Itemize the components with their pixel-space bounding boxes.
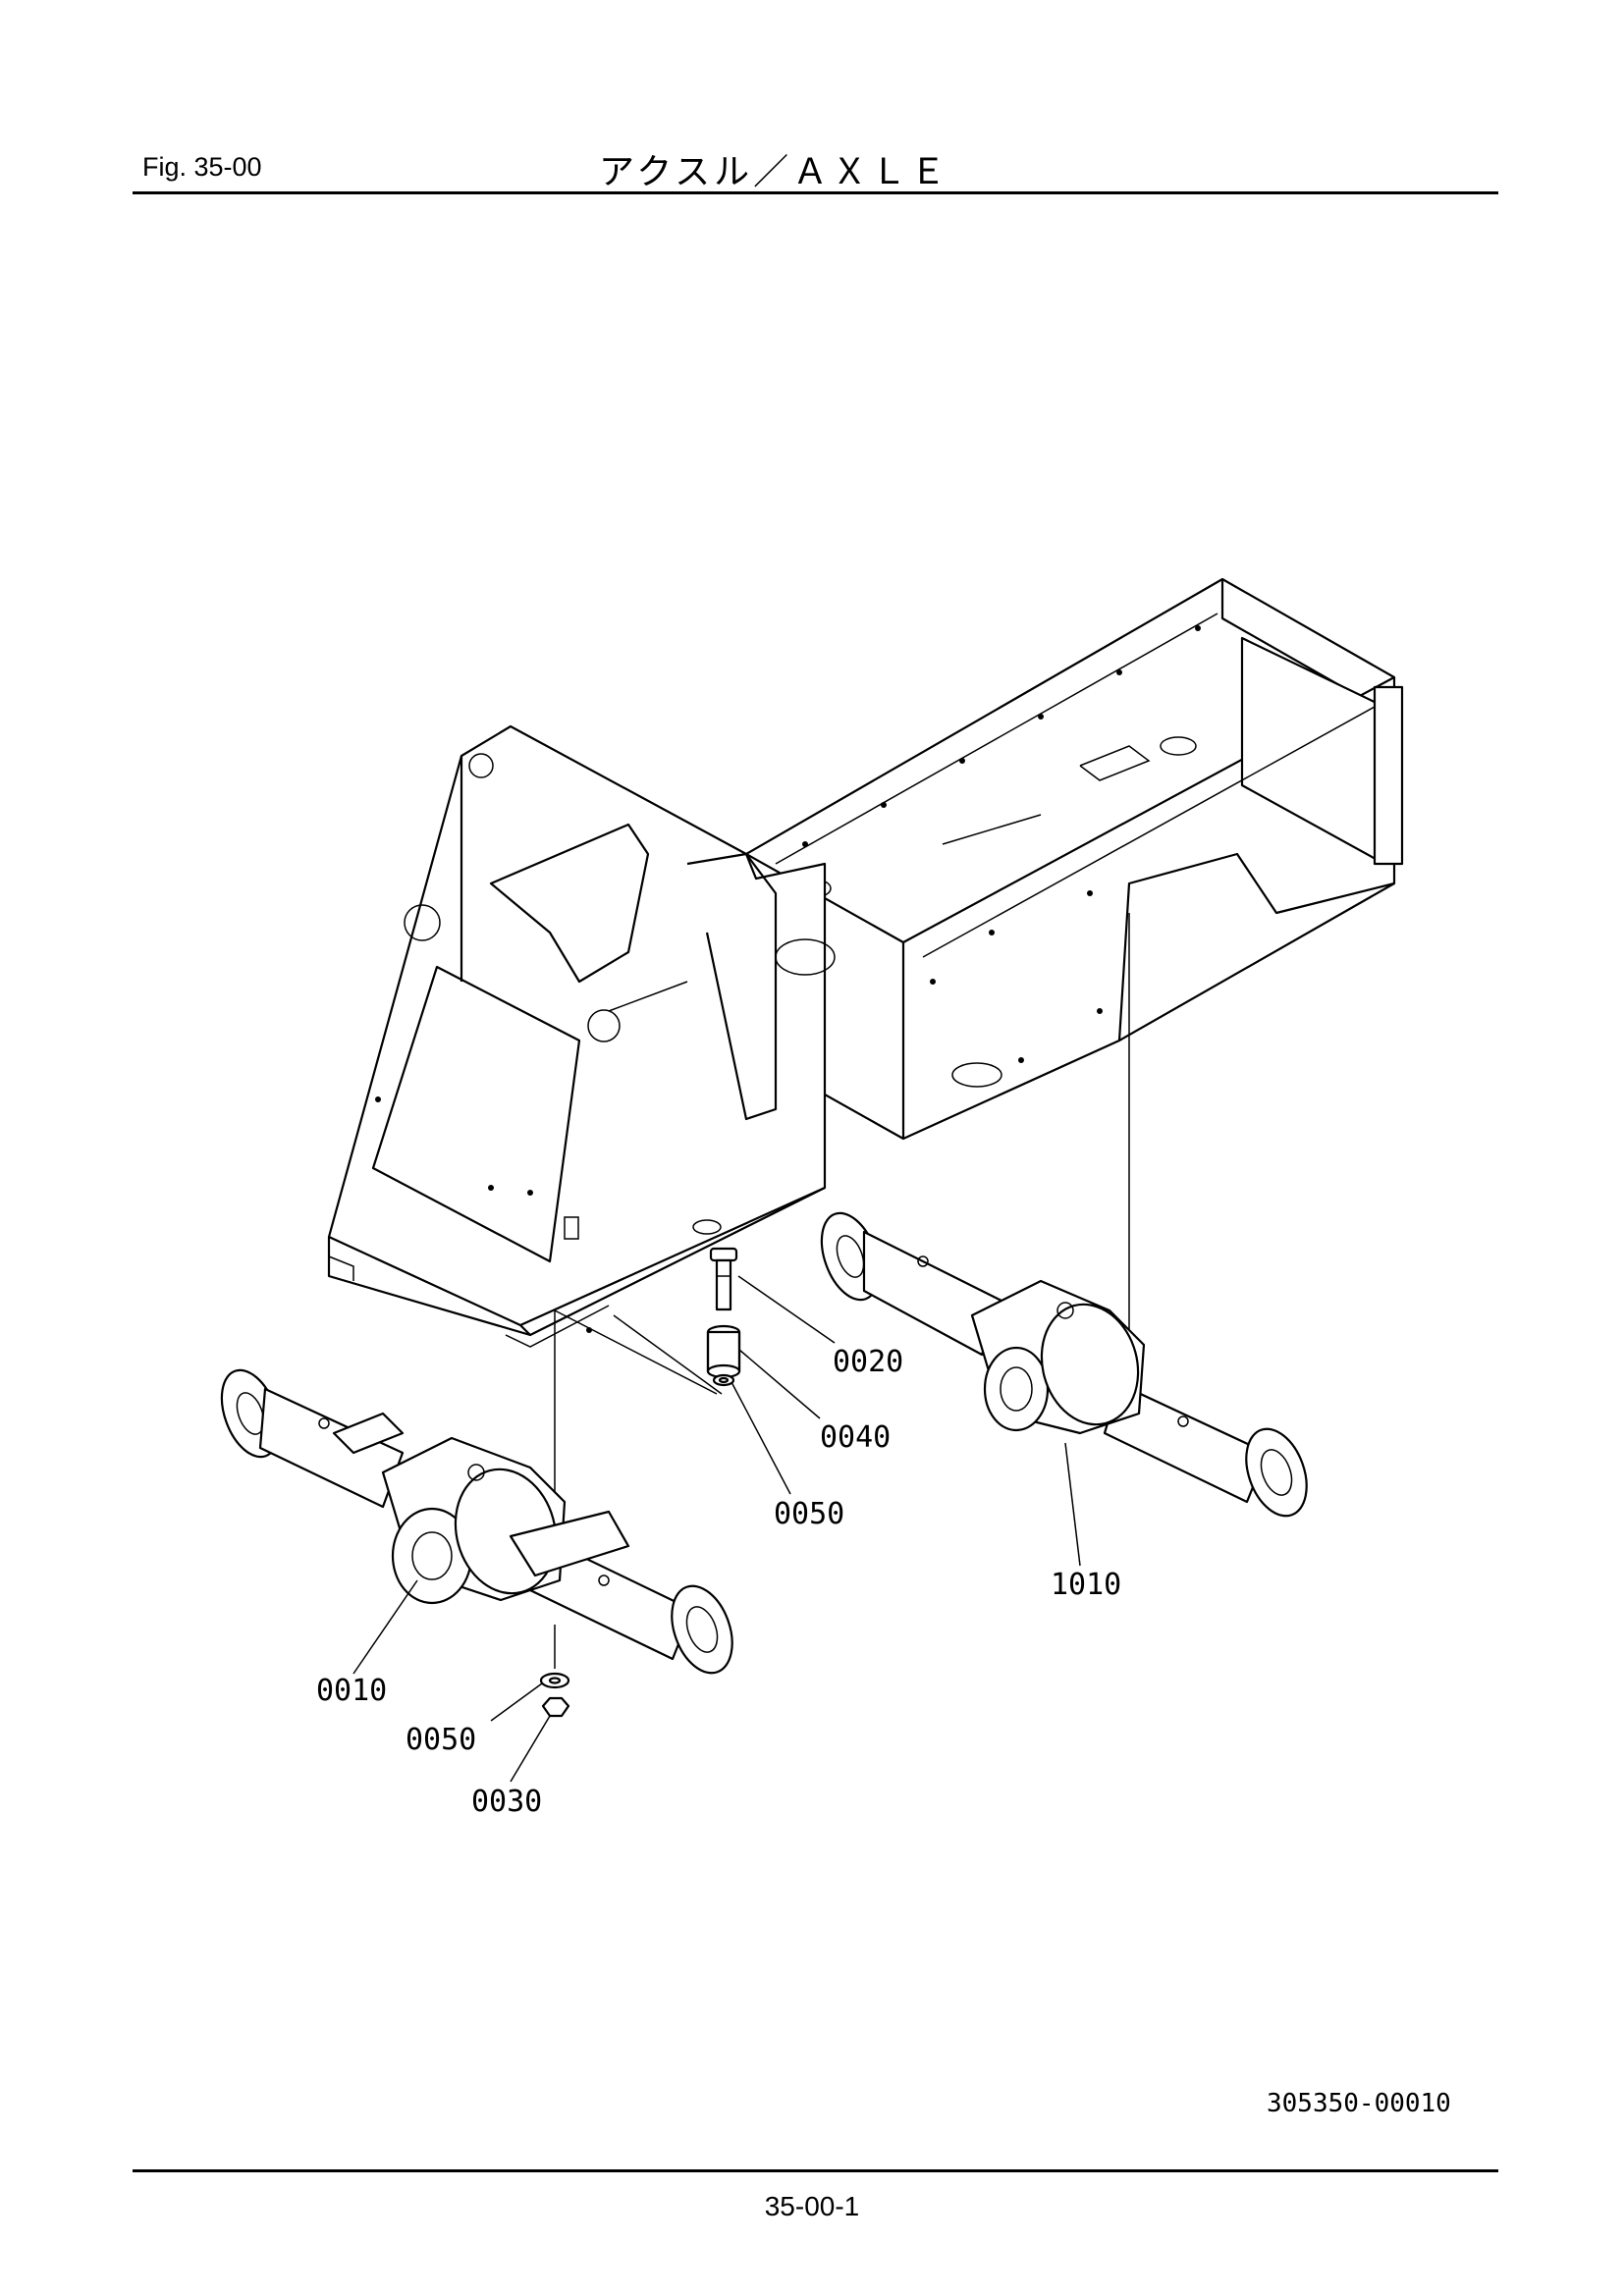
header-rule — [133, 191, 1498, 194]
callout-0050-upper: 0050 — [774, 1497, 845, 1531]
drawing-number: 305350-00010 — [1267, 2089, 1451, 2118]
axle-0010 — [220, 1368, 733, 1675]
hardware-stack — [706, 1247, 741, 1387]
callout-1010: 1010 — [1051, 1568, 1122, 1602]
lower-hardware — [539, 1672, 570, 1718]
callout-leaders — [352, 1275, 1081, 1783]
callout-0020: 0020 — [833, 1345, 904, 1379]
page-title: アクスル／ＡＸＬＥ — [599, 152, 950, 192]
callout-0050-lower: 0050 — [406, 1723, 477, 1757]
footer-rule — [133, 2169, 1498, 2172]
callout-0030: 0030 — [471, 1785, 543, 1819]
assembly-lines — [554, 913, 1130, 1669]
callout-0040: 0040 — [820, 1420, 892, 1455]
page-number: 35-00-1 — [764, 2191, 860, 2221]
rear-frame — [744, 577, 1404, 1141]
front-frame — [327, 724, 836, 1348]
figure-number: Fig. 35-00 — [142, 152, 262, 182]
axle-1010 — [820, 1211, 1308, 1518]
callout-0010: 0010 — [316, 1674, 388, 1708]
